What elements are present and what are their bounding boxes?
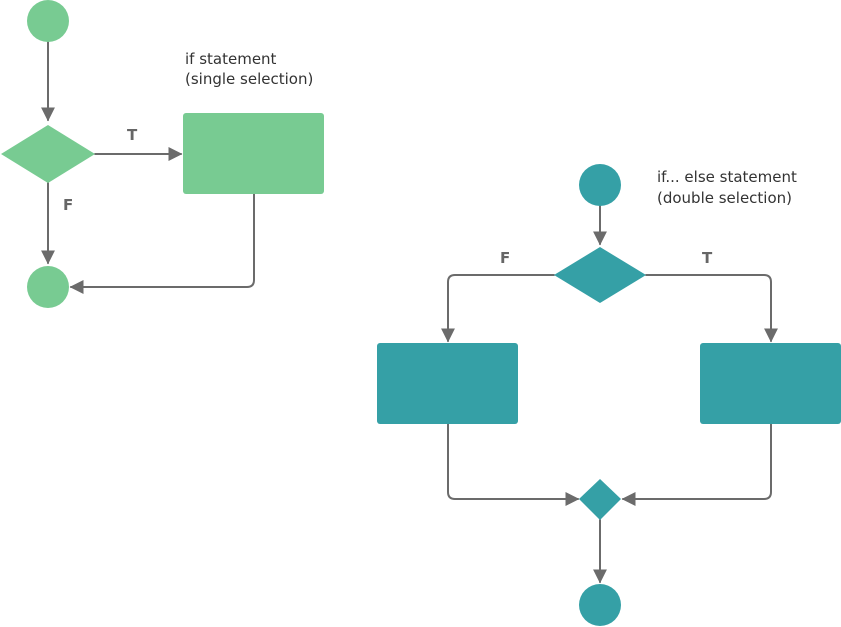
end-node <box>579 584 621 626</box>
decision-node <box>1 125 95 183</box>
process-node <box>183 113 324 194</box>
caption-line-2: (double selection) <box>657 189 792 207</box>
true-branch-label: T <box>127 126 138 144</box>
true-branch-label: T <box>702 249 713 267</box>
caption-line-1: if... else statement <box>657 168 797 186</box>
connector-true-process-to-merge <box>621 423 772 506</box>
caption-line-2: (single selection) <box>185 70 313 88</box>
false-branch-label: F <box>63 196 73 214</box>
connector-decision-to-false-process <box>441 274 555 343</box>
merge-node <box>579 479 621 520</box>
end-node <box>27 266 69 308</box>
caption-line-1: if statement <box>185 50 277 68</box>
true-process-node <box>700 343 841 424</box>
connector-false-process-to-merge <box>447 423 580 506</box>
false-process-node <box>377 343 518 424</box>
false-branch-label: F <box>500 249 510 267</box>
connector-decision-to-true-process <box>645 274 778 343</box>
decision-node <box>554 247 646 303</box>
connector-process-to-end <box>69 193 255 294</box>
if-else-statement-flowchart: F T if... else statement (double selecti… <box>377 164 841 626</box>
start-node <box>579 164 621 206</box>
if-statement-flowchart: T F if statement (single selection) <box>1 0 324 308</box>
start-node <box>27 0 69 42</box>
